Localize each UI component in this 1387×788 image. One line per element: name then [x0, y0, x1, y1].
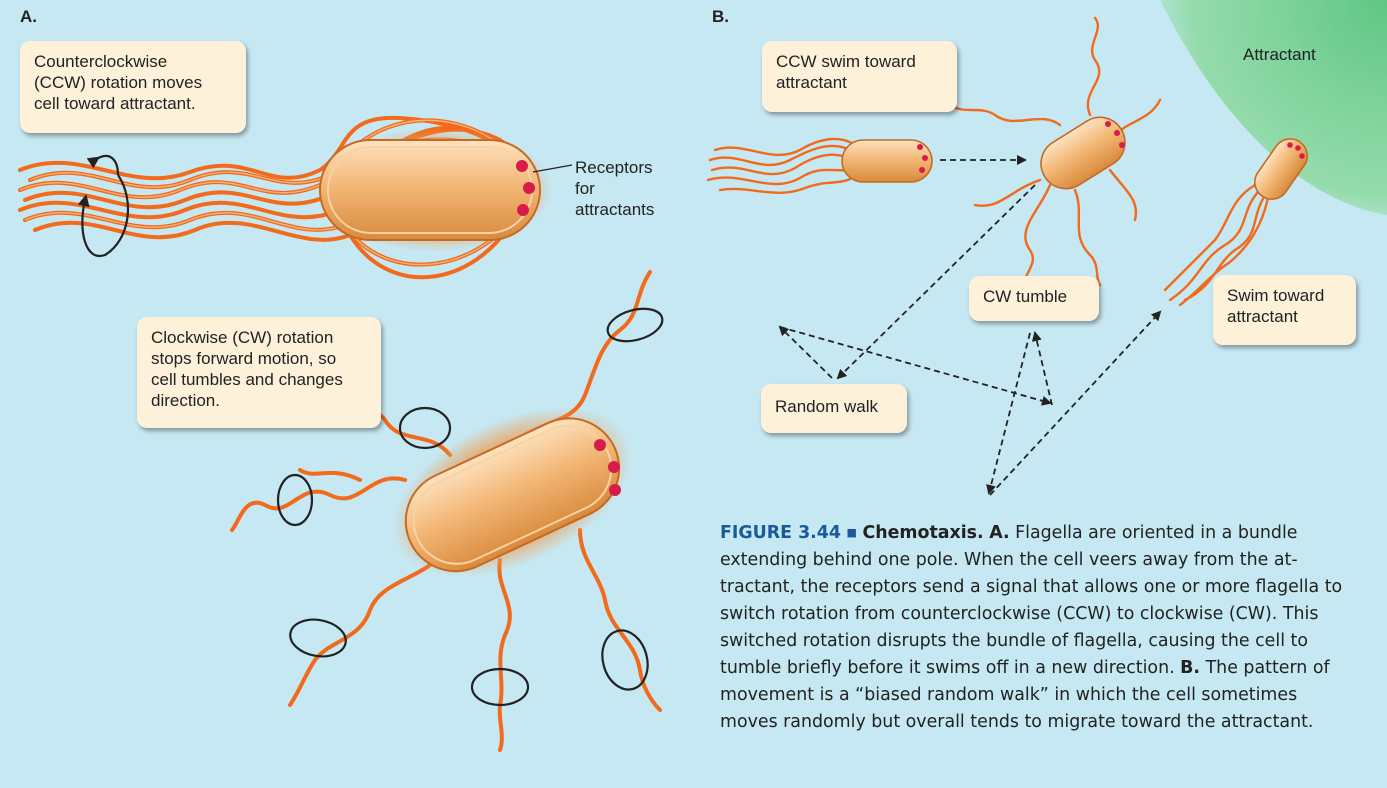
cell-body [319, 139, 541, 241]
random-walk-callout: Random walk [761, 384, 907, 433]
attractant-region [1160, 0, 1387, 215]
cw-tumble-callout: CW tumble [969, 276, 1099, 321]
swimming-cell-flagella [706, 137, 857, 194]
swim-toward-callout: Swim toward attractant [1213, 275, 1356, 345]
cell-inner-membrane [412, 424, 613, 565]
receptor-dot [1299, 153, 1305, 159]
tumbling-cell-body [1040, 116, 1126, 190]
panel-a-label: A. [20, 7, 37, 26]
ccw-cell-group [18, 115, 573, 280]
receptor-dot [516, 160, 528, 172]
panel-b-label: B. [712, 7, 729, 26]
receptor-leader-line [532, 164, 573, 173]
caption-part-b-marker: B. [1180, 658, 1201, 678]
receptor-dot [1105, 121, 1111, 127]
figure-title: Chemotaxis. [862, 523, 984, 543]
receptor-dot [1295, 145, 1301, 151]
approaching-cell-flagella [1163, 183, 1270, 307]
receptor-dot [608, 461, 620, 473]
receptor-dot [594, 439, 606, 451]
receptor-dot [1114, 130, 1120, 136]
receptor-dot [919, 167, 925, 173]
caption-separator-icon: ■ [846, 526, 857, 539]
receptor-dot [1287, 142, 1293, 148]
rotation-arrow-icon [86, 154, 120, 176]
cw-cell-group [230, 270, 664, 752]
caption-part-a-text: Flagella are oriented in a bundle extend… [720, 523, 1343, 678]
swimming-cell-body [841, 139, 933, 183]
rotation-arrow-icon [77, 174, 130, 258]
cell-body [404, 417, 621, 573]
caption-part-a-marker: A. [989, 523, 1010, 543]
attractant-label: Attractant [1243, 45, 1316, 64]
receptor-dot [1119, 142, 1125, 148]
rotation-arrow-icons [276, 307, 664, 707]
cw-callout: Clockwise (CW) rotation stops forward mo… [137, 317, 381, 428]
approaching-cell-body [1254, 138, 1308, 200]
caption-part-b-text: The pattern of movement is a “biased ran… [720, 658, 1330, 732]
ccw-callout: Counterclockwise (CCW) rotation moves ce… [20, 41, 246, 133]
receptor-dot [517, 204, 529, 216]
receptor-dot [523, 182, 535, 194]
receptor-dot [917, 144, 923, 150]
ccw-swim-callout: CCW swim toward attractant [762, 41, 957, 112]
figure-number: FIGURE 3.44 [720, 523, 841, 543]
random-walk-path [778, 155, 1162, 496]
panel-b-cells [706, 16, 1308, 307]
tumbling-cell-flagella [948, 16, 1162, 292]
receptor-dot [609, 484, 621, 496]
receptor-dot [922, 155, 928, 161]
figure-caption: FIGURE 3.44 ■ Chemotaxis. A. Flagella ar… [720, 519, 1360, 736]
receptors-label: Receptors for attractants [575, 158, 655, 219]
